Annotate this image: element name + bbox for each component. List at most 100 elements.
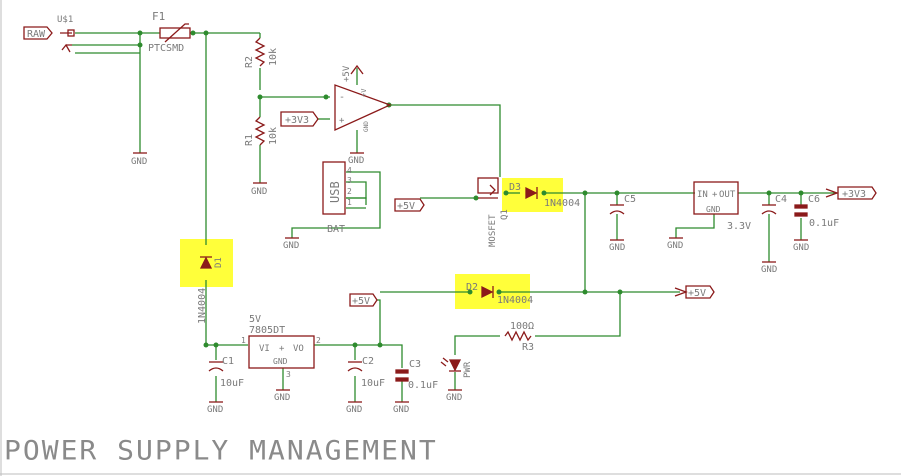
r1-symbol bbox=[254, 116, 266, 146]
label-gnd-jack: GND bbox=[131, 157, 147, 167]
label-c3: C3 bbox=[409, 359, 421, 370]
label-d3-val: 1N4004 bbox=[544, 198, 580, 209]
v5-tag-usb bbox=[394, 198, 425, 212]
r3-symbol bbox=[504, 330, 532, 342]
label-d3: D3 bbox=[509, 182, 521, 193]
c4-cap bbox=[761, 204, 777, 215]
label-gnd-reg: GND bbox=[667, 241, 683, 251]
label-c2-val: 10uF bbox=[361, 378, 385, 389]
label-bat: BAT bbox=[327, 224, 345, 235]
c2-cap bbox=[347, 361, 363, 372]
label-d1-val: 1N4004 bbox=[197, 288, 208, 324]
label-vi: VI bbox=[259, 344, 270, 354]
reg33-box bbox=[693, 181, 739, 215]
label-v3-out: +3V3 bbox=[842, 189, 866, 200]
label-opamp-minus: - bbox=[339, 92, 345, 103]
fuse-body bbox=[159, 27, 191, 39]
c1-cap bbox=[208, 361, 224, 372]
v5-tag-out bbox=[685, 285, 715, 299]
label-gnd-c6: GND bbox=[793, 243, 809, 253]
label-c1: C1 bbox=[222, 356, 234, 367]
label-reg-gnd: GND bbox=[706, 205, 721, 214]
d2-diode bbox=[481, 285, 494, 299]
opamp-symbol bbox=[334, 84, 392, 132]
label-opamp-gnd: GND bbox=[363, 121, 370, 132]
label-opamp-plus: + bbox=[339, 116, 345, 126]
label-r1: R1 bbox=[244, 134, 255, 146]
label-reg5-gnd: GND bbox=[273, 357, 288, 366]
label-gnd-usb: GND bbox=[283, 241, 299, 251]
label-reg-in: IN bbox=[697, 190, 708, 200]
d3-diode bbox=[525, 186, 538, 200]
label-gnd-c1: GND bbox=[207, 405, 223, 415]
dc-jack bbox=[60, 32, 72, 53]
label-pin1: 1 bbox=[241, 336, 246, 345]
c6-cap bbox=[794, 204, 808, 217]
pwr-led bbox=[440, 357, 462, 372]
label-d1: D1 bbox=[214, 257, 224, 268]
label-p3: 3 bbox=[347, 176, 352, 185]
schematic-labels: RAW U$1 F1 PTCSMD GND R2 10k R1 10k GND … bbox=[27, 10, 866, 415]
label-pwr: PWR bbox=[463, 361, 473, 378]
label-gnd-c4: GND bbox=[761, 265, 777, 275]
label-v5-d2: +5V bbox=[352, 296, 370, 307]
c3-cap bbox=[395, 369, 409, 382]
label-r1-val: 10k bbox=[268, 127, 279, 145]
label-c6: C6 bbox=[808, 194, 820, 205]
label-reg5-plus: + bbox=[279, 344, 285, 354]
label-raw: RAW bbox=[27, 29, 46, 40]
label-fuse: F1 bbox=[152, 10, 165, 23]
label-gnd-r1: GND bbox=[251, 187, 267, 197]
junctions bbox=[137, 30, 804, 348]
label-c5: C5 bbox=[624, 194, 636, 205]
label-vo: VO bbox=[293, 344, 304, 354]
label-r2: R2 bbox=[244, 56, 255, 68]
label-usb-v5: +5V bbox=[397, 201, 415, 212]
label-p1: 1 bbox=[347, 198, 352, 207]
label-gnd-reg5: GND bbox=[274, 393, 290, 403]
label-reg-val: 3.3V bbox=[727, 221, 751, 232]
label-gnd-c2: GND bbox=[346, 405, 362, 415]
label-v3-in: +3V3 bbox=[285, 115, 309, 126]
label-jack: U$1 bbox=[57, 15, 73, 25]
wires bbox=[72, 32, 837, 402]
label-r3: R3 bbox=[522, 342, 534, 353]
label-c3-val: 0.1uF bbox=[408, 380, 438, 391]
r2-symbol bbox=[254, 37, 266, 67]
label-c4: C4 bbox=[775, 194, 787, 205]
label-mosfet: MOSFET bbox=[488, 214, 498, 247]
gnd-symbols bbox=[133, 152, 808, 403]
mosfet-symbol bbox=[477, 177, 499, 194]
label-opamp-v: +V bbox=[360, 88, 368, 97]
label-reg5-part: 7805DT bbox=[249, 325, 285, 336]
label-p4: 4 bbox=[347, 166, 352, 175]
label-reg-plus: + bbox=[712, 190, 718, 200]
label-reg5-val: 5V bbox=[249, 314, 261, 325]
label-v5-top: +5V bbox=[342, 65, 352, 82]
v5-arrow-up bbox=[350, 64, 364, 75]
label-r2-val: 10k bbox=[268, 48, 279, 66]
label-v5-out: +5V bbox=[688, 288, 706, 299]
d1-diode bbox=[199, 256, 213, 269]
v5-tag-d2 bbox=[349, 293, 378, 307]
label-d2-val: 1N4004 bbox=[497, 295, 533, 306]
label-d2: D2 bbox=[466, 282, 478, 293]
parts bbox=[23, 23, 877, 403]
label-pin2: 2 bbox=[316, 336, 321, 345]
label-pin3: 3 bbox=[286, 370, 291, 379]
label-reg-out: OUT bbox=[719, 190, 736, 200]
schematic-title: POWER SUPPLY MANAGEMENT bbox=[4, 434, 438, 467]
label-fuse-part: PTCSMD bbox=[148, 43, 184, 54]
label-r3-val: 100Ω bbox=[510, 321, 534, 332]
label-c2: C2 bbox=[362, 356, 374, 367]
label-c1-val: 10uF bbox=[220, 378, 244, 389]
usb-header bbox=[322, 161, 346, 215]
v3-tag-out bbox=[837, 186, 877, 200]
label-p2: 2 bbox=[347, 187, 352, 196]
label-q1: Q1 bbox=[500, 209, 510, 220]
label-c6-val: 0.1uF bbox=[809, 218, 839, 229]
raw-port bbox=[23, 26, 53, 40]
reg5-box bbox=[248, 335, 315, 369]
label-gnd-opamp: GND bbox=[348, 156, 364, 166]
